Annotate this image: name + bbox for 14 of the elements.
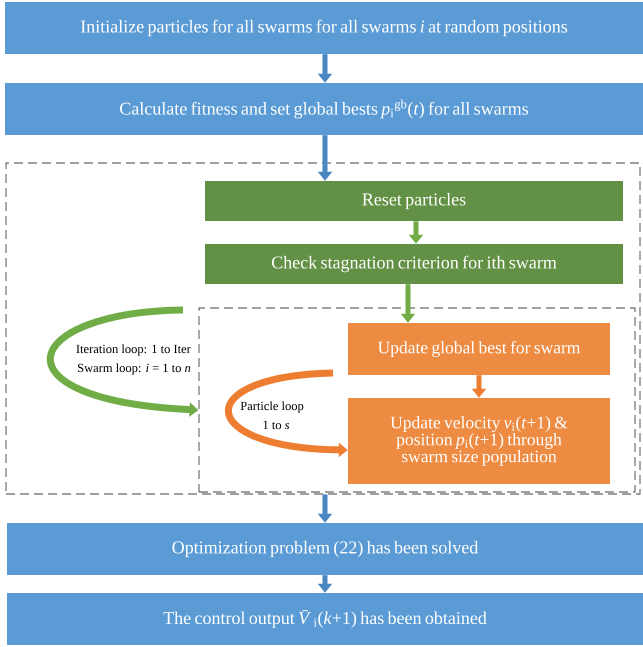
dashed-region	[6, 162, 640, 494]
process-box: Optimization problem (22) has been solved	[7, 523, 643, 575]
process-box: Update global best for swarm	[348, 323, 610, 375]
process-box: Check stagnation criterion for ith swarm	[205, 244, 623, 284]
process-box: Reset particles	[205, 181, 623, 221]
loop-label: Swarm loop: i = 1 to n	[78, 363, 190, 375]
loop-label: Iteration loop: 1 to Iter	[76, 344, 191, 356]
dashed-region	[198, 308, 636, 492]
loop-label: 1 to s	[264, 420, 290, 430]
process-box: Initialize particles for all swarms for all swarms i at random positions	[5, 2, 643, 54]
process-box: Update velocity v$_{i}$(t+1) & positionp$_{i}$(t+1) through swarm size population	[348, 398, 610, 484]
loop-label: Particle loop	[240, 401, 304, 413]
process-box: Calculate fitness and set global bests p$_{i}$$^{gb}$(t) for all swarms	[5, 83, 643, 135]
process-box: The control output V̄$_{i}$(k+1) has been obtained	[7, 593, 643, 645]
